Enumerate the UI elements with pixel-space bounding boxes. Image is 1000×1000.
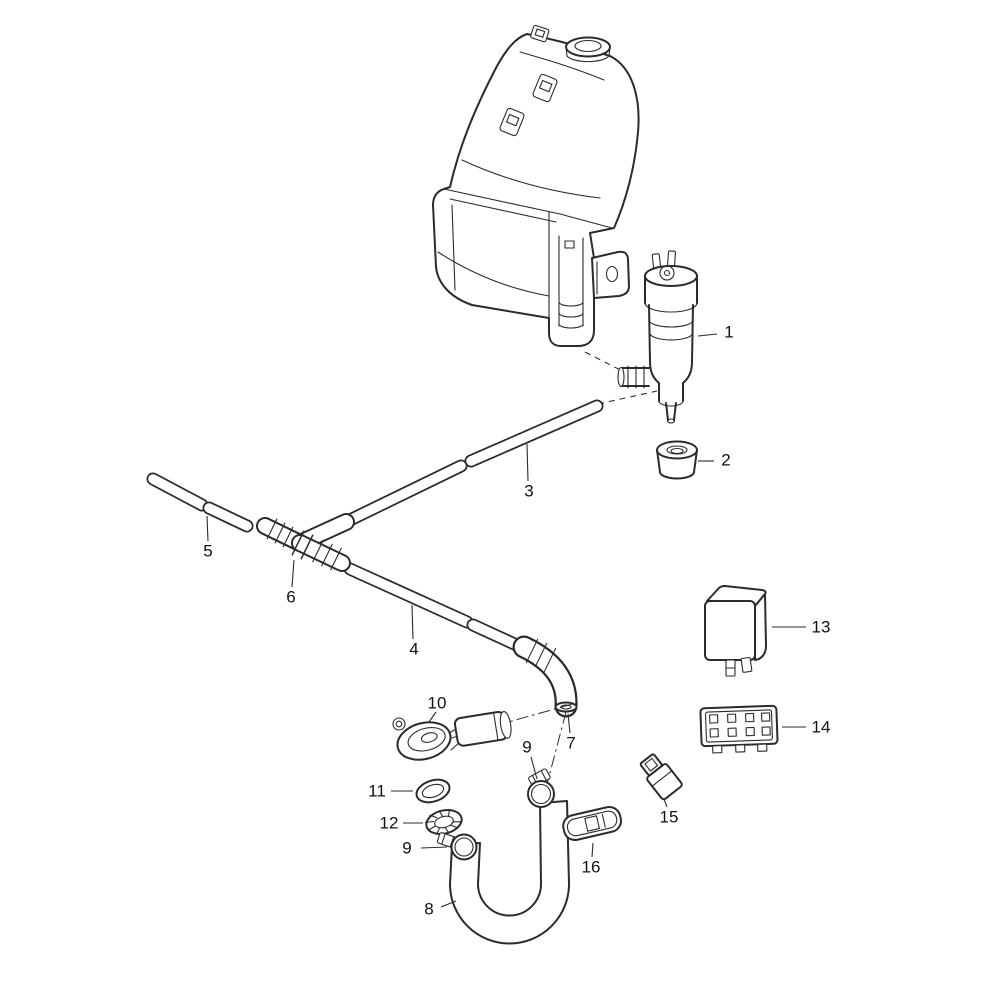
leader-line-6 <box>291 559 295 588</box>
connector-sleeve <box>639 753 683 801</box>
pump-outlet-nozzle <box>665 402 669 421</box>
pump-side-inlet <box>617 365 650 389</box>
tank-clip-2 <box>499 107 525 137</box>
leader-lines <box>206 333 806 908</box>
hose-upper <box>345 399 604 526</box>
part-label-13: 13 <box>812 617 831 636</box>
elbow-connector <box>512 635 578 718</box>
part-label-7: 7 <box>566 733 575 752</box>
spray-nozzle <box>392 710 512 761</box>
part-label-4: 4 <box>409 639 418 658</box>
relay-pins <box>725 656 753 677</box>
leader-line-8 <box>440 900 457 908</box>
seal-ring <box>415 778 451 804</box>
tank-top-face-line <box>443 188 613 229</box>
part-label-8: 8 <box>424 899 433 918</box>
retaining-clip <box>562 805 622 841</box>
washer-pump <box>617 250 698 424</box>
hose-short <box>146 472 254 533</box>
part-label-10: 10 <box>428 693 447 712</box>
part-label-9-right: 9 <box>522 737 531 756</box>
leader-line-1 <box>697 333 718 337</box>
filler-cap <box>565 36 611 63</box>
pump-well <box>548 211 584 329</box>
part-label-15: 15 <box>660 807 679 826</box>
part-label-14: 14 <box>812 717 831 736</box>
nozzle-eyelet <box>392 717 406 731</box>
part-label-1: 1 <box>724 322 733 341</box>
part-labels: 1 2 3 4 5 6 7 8 9 9 10 11 12 13 14 15 16 <box>203 322 830 918</box>
part-label-16: 16 <box>582 857 601 876</box>
tank-clip-top <box>530 24 550 43</box>
washer-reservoir-tank <box>432 24 640 347</box>
part-label-2: 2 <box>721 450 730 469</box>
leader-line-7 <box>567 713 571 734</box>
hose-middle <box>343 562 528 654</box>
leader-line-10 <box>428 711 437 723</box>
leader-line-16 <box>591 842 594 858</box>
grommet-ring <box>425 809 463 835</box>
grommet <box>656 440 698 480</box>
part-label-9-left: 9 <box>402 838 411 857</box>
u-hose <box>449 800 570 945</box>
tank-bracket <box>591 250 630 299</box>
leader-line-4 <box>411 604 414 640</box>
part-label-3: 3 <box>524 481 533 500</box>
tank-clip-1 <box>532 73 558 103</box>
hose-clamp-right <box>527 768 555 808</box>
leader-line-9-right <box>530 756 538 780</box>
leader-line-3 <box>526 443 529 482</box>
connector-block <box>699 704 779 754</box>
t-connector <box>256 513 355 572</box>
part-label-6: 6 <box>286 587 295 606</box>
relay <box>704 585 767 677</box>
part-label-5: 5 <box>203 541 212 560</box>
hose-clamp-left <box>436 832 478 861</box>
leader-line-5 <box>206 515 209 542</box>
part-label-11: 11 <box>368 781 386 800</box>
assembly-axis-line-2 <box>545 711 567 789</box>
assembly-dash-line-2 <box>597 390 658 405</box>
part-label-12: 12 <box>380 813 399 832</box>
leader-line-15 <box>663 798 668 808</box>
nozzle-barrel <box>453 710 512 747</box>
leader-line-9-left <box>420 846 448 849</box>
